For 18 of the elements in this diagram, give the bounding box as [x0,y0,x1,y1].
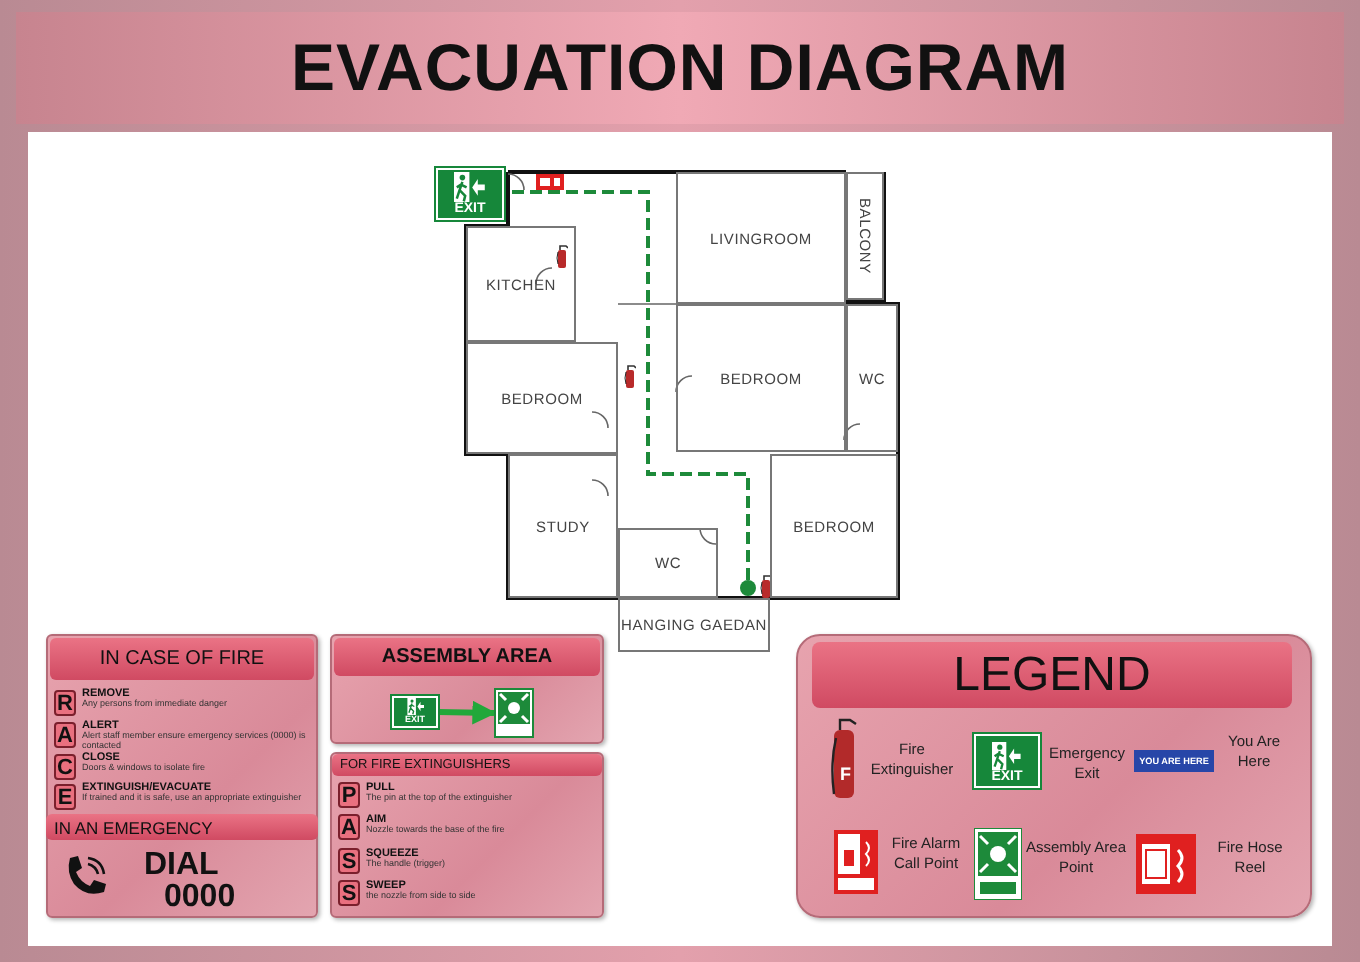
title: EVACUATION DIAGRAM [290,30,1070,106]
panel-heading: ASSEMBLY AREA [334,638,600,676]
emergency-number: 0000 [164,880,236,916]
dial-text: DIAL [144,848,219,883]
assembly-point-sign [494,688,534,738]
panel-heading: IN CASE OF FIRE [50,638,314,680]
panel-heading: IN AN EMERGENCY [46,814,318,840]
mnemonic-letter: R [54,690,76,716]
mnemonic-letter: P [338,782,360,808]
mnemonic-letter: C [54,754,76,780]
arrow [437,700,497,725]
extinguisher-letter: F [840,764,851,784]
mnemonic-letter: E [54,784,76,810]
legend-heading: LEGEND [812,642,1292,708]
mnemonic-letter: A [54,722,76,748]
mnemonic-letter: S [338,848,360,874]
mnemonic-letter: A [338,814,360,840]
mnemonic-letter: S [338,880,360,906]
